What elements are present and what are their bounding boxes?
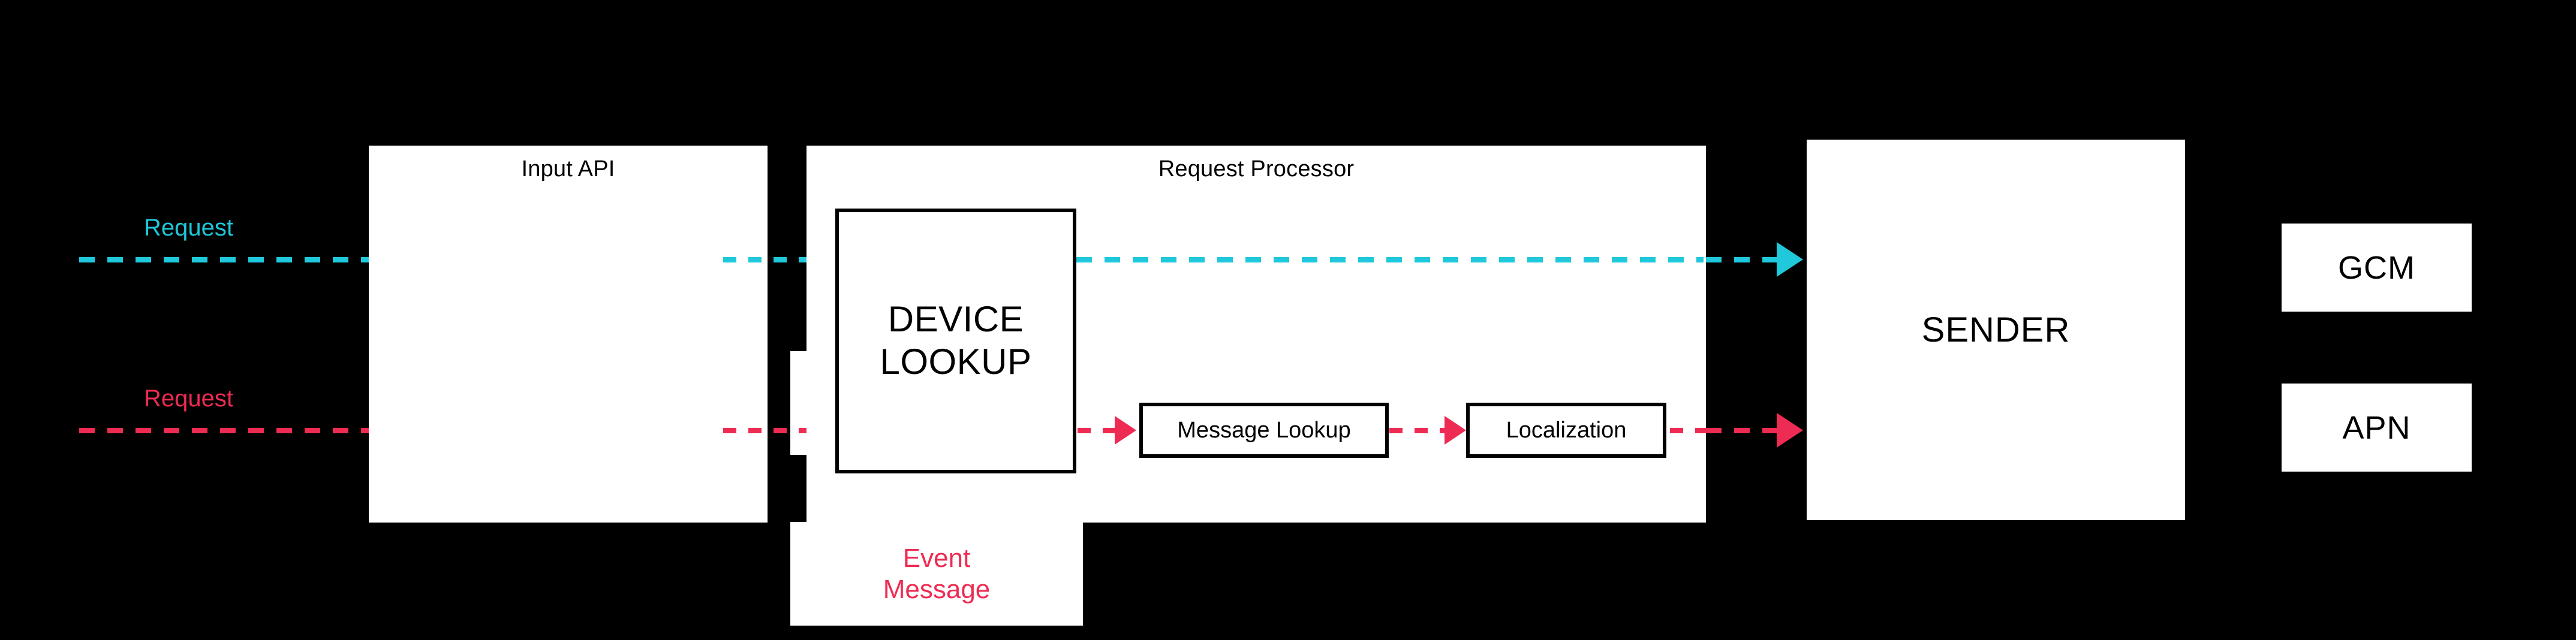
push-request-flow-label: Request xyxy=(144,215,233,241)
localization-box[interactable]: Localization xyxy=(1466,403,1666,458)
dashed-line-input-api-to-device-lookup-cyan xyxy=(723,257,808,262)
apn-box[interactable]: APN xyxy=(2282,384,2472,472)
localization-label: Localization xyxy=(1506,417,1627,443)
dashed-line-request-to-input-api-red xyxy=(79,428,375,433)
dashed-line-device-lookup-to-message-lookup-red xyxy=(1078,428,1115,433)
dashed-line-input-api-to-device-lookup-red xyxy=(723,428,808,433)
event-message-label: Event Message xyxy=(883,543,991,604)
dashed-line-localization-to-panel-edge-red xyxy=(1670,428,1706,433)
request-processor-panel: Request Processor DEVICE LOOKUP Message … xyxy=(806,146,1706,523)
event-message-box[interactable]: Event Message xyxy=(787,518,1087,629)
input-api-panel: Input API PushNotification Message Event… xyxy=(369,146,1087,629)
sender-label: SENDER xyxy=(1921,310,2071,349)
dashed-line-request-processor-to-sender-cyan xyxy=(1706,257,1789,262)
request-processor-panel-title: Request Processor xyxy=(1158,156,1355,182)
apn-label: APN xyxy=(2342,409,2411,446)
device-lookup-label: DEVICE LOOKUP xyxy=(880,299,1032,382)
input-api-panel-title: Input API xyxy=(521,156,615,182)
message-lookup-label: Message Lookup xyxy=(1177,417,1351,443)
arrowhead-message-lookup-to-localization-red xyxy=(1445,416,1466,445)
gcm-label: GCM xyxy=(2338,249,2415,286)
arrowhead-request-processor-to-sender-red xyxy=(1777,413,1803,448)
event-request-flow-label: Request xyxy=(144,385,233,412)
arrowhead-device-lookup-to-message-lookup-red xyxy=(1115,416,1136,445)
message-lookup-box[interactable]: Message Lookup xyxy=(1139,403,1389,458)
dashed-line-message-lookup-to-localization-red xyxy=(1389,428,1445,433)
dashed-line-device-lookup-bypass-cyan xyxy=(1076,257,1704,262)
gcm-box[interactable]: GCM xyxy=(2282,224,2472,312)
device-lookup-box[interactable]: DEVICE LOOKUP xyxy=(835,209,1076,473)
sender-box[interactable]: SENDER xyxy=(1807,140,2185,520)
arrowhead-request-processor-to-sender-cyan xyxy=(1777,242,1803,277)
dashed-line-request-processor-to-sender-red xyxy=(1706,428,1789,433)
dashed-line-request-to-input-api-cyan xyxy=(79,257,375,262)
